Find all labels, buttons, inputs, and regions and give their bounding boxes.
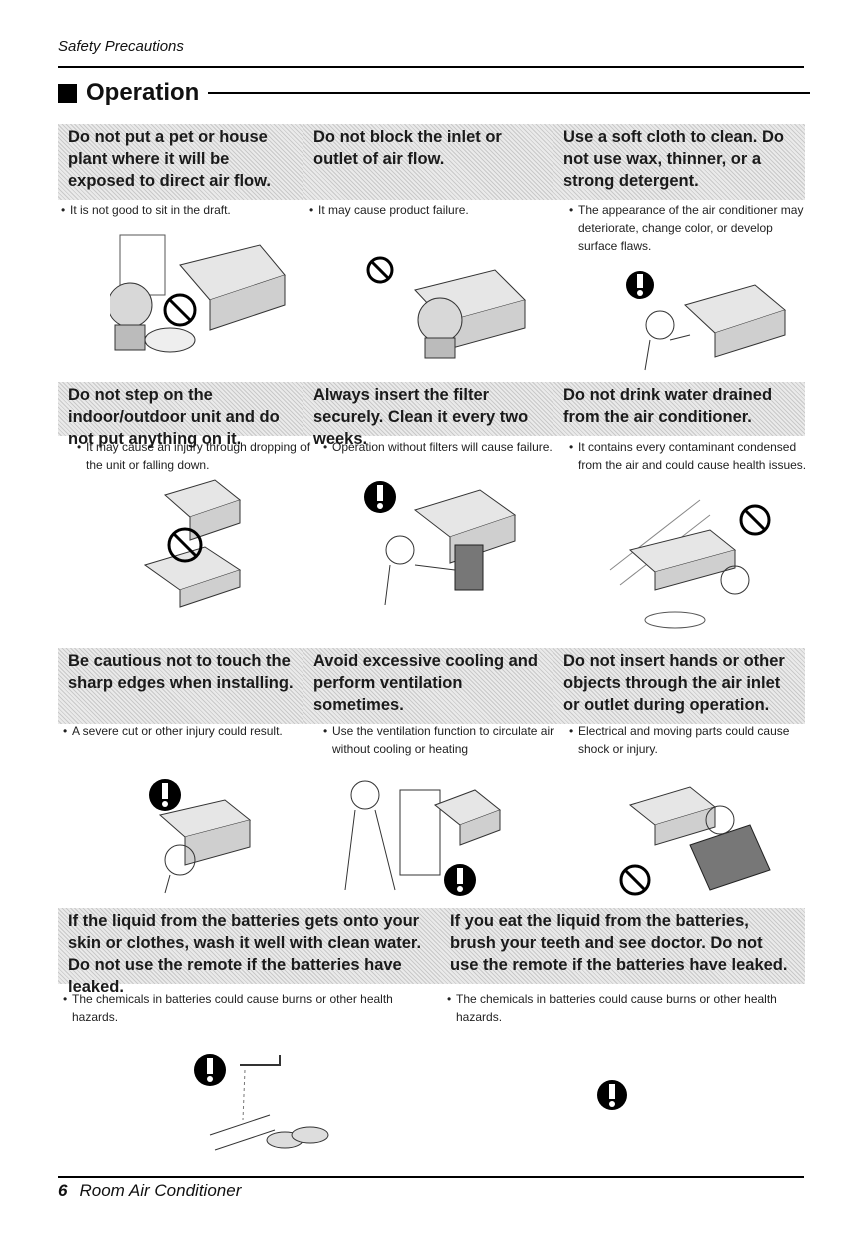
warning-title-3: Use a soft cloth to clean. Do not use wa… — [553, 124, 805, 200]
header-rule — [58, 66, 804, 68]
warning-desc-11: •The chemicals in batteries could cause … — [447, 992, 777, 1024]
warning-title-7: Be cautious not to touch the sharp edges… — [58, 648, 310, 724]
warning-title-8: Avoid excessive cooling and perform vent… — [303, 648, 561, 724]
warning-desc-6: •It contains every contaminant condensed… — [569, 440, 807, 472]
pet-plant-illustration — [110, 234, 286, 353]
warning-desc-9: •Electrical and moving parts could cause… — [569, 724, 790, 756]
prohibited-icon — [619, 864, 651, 896]
warning-title-9: Do not insert hands or other objects thr… — [553, 648, 805, 724]
running-header: Safety Precautions — [58, 38, 184, 55]
warning-title-6: Do not drink water drained from the air … — [553, 382, 805, 436]
warning-desc-7: •A severe cut or other injury could resu… — [63, 724, 283, 738]
heading-square-icon — [58, 83, 77, 103]
warning-title-1: Do not put a pet or house plant where it… — [58, 124, 310, 200]
warning-desc-1: •It is not good to sit in the draft. — [61, 203, 231, 217]
battery-wash-illustration — [194, 1054, 329, 1151]
warning-desc-2: •It may cause product failure. — [309, 203, 469, 217]
section-heading: Operation — [58, 79, 810, 106]
footer-rule — [58, 1176, 804, 1178]
cleaning-illustration — [626, 271, 787, 371]
warning-desc-10: •The chemicals in batteries could cause … — [63, 992, 393, 1024]
ventilation-illustration — [344, 780, 501, 896]
section-title: Operation — [86, 79, 200, 106]
mandatory-icon — [597, 1080, 627, 1110]
footer-title: Room Air Conditioner — [79, 1181, 242, 1200]
warning-title-11: If you eat the liquid from the batteries… — [440, 908, 805, 984]
warning-title-5: Always insert the filter securely. Clean… — [303, 382, 561, 448]
warning-desc-5: •Operation without filters will cause fa… — [323, 440, 553, 454]
warning-title-10: If the liquid from the batteries gets on… — [58, 908, 448, 996]
prohibited-icon — [739, 504, 771, 536]
insert-hands-illustration — [619, 786, 771, 896]
prohibited-icon — [163, 293, 197, 327]
step-on-unit-illustration — [143, 479, 242, 608]
prohibited-icon — [366, 256, 394, 284]
page-footer: 6 Room Air Conditioner — [58, 1181, 241, 1201]
heading-rule — [208, 92, 810, 94]
warning-desc-8: •Use the ventilation function to circula… — [323, 724, 555, 756]
insert-filter-illustration — [364, 481, 517, 606]
warning-title-2: Do not block the inlet or outlet of air … — [303, 124, 561, 200]
blocked-airflow-illustration — [366, 256, 526, 359]
warning-desc-4: •It may cause an injury through dropping… — [77, 440, 311, 472]
warning-title-4: Do not step on the indoor/outdoor unit a… — [58, 382, 310, 448]
sharp-edges-illustration — [149, 779, 252, 894]
prohibited-icon — [167, 527, 203, 563]
page-number: 6 — [58, 1181, 68, 1200]
drain-water-illustration — [609, 499, 771, 629]
warning-desc-3: •The appearance of the air conditioner m… — [569, 203, 804, 253]
